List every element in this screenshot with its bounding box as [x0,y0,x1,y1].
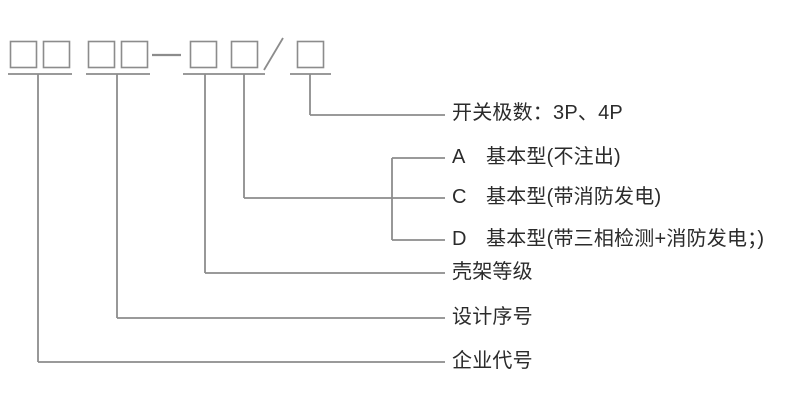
box-4 [120,40,149,69]
callout-label-frame-grade: 壳架等级 [452,262,533,282]
type-variant-bracket [391,157,445,241]
box-6 [230,40,259,69]
callout-text-type-c: 基本型(带消防发电) [486,186,662,208]
callout-text-frame-grade: 壳架等级 [452,261,533,283]
symbol-row-boxes [9,40,325,69]
box-1 [9,40,38,69]
box-7 [296,40,325,69]
symbol-row-separators [152,37,284,71]
callout-text-design-serial: 设计序号 [452,306,533,328]
callout-label-design-serial: 设计序号 [452,307,533,327]
callout-label-enterprise-code: 企业代号 [452,351,533,371]
callout-label-type-c: C 基本型(带消防发电) [452,187,661,207]
callout-label-pole-number: 开关极数：3P、4P [452,103,623,123]
callout-label-type-d: D 基本型(带三相检测+消防发电；) [452,229,764,249]
leader-type-group [243,74,445,199]
box-5 [189,40,218,69]
box-3 [87,40,116,69]
callout-code-type-d: D [452,228,467,250]
callout-text-type-d: 基本型(带三相检测+消防发电；) [486,228,765,250]
callout-code-type-c: C [452,186,467,208]
leader-design-serial [116,74,445,319]
callout-text-pole-number: 开关极数：3P、4P [452,102,623,124]
leader-enterprise-code [37,74,445,363]
callout-text-type-a: 基本型(不注出) [486,146,621,168]
callout-code-type-a: A [452,146,466,168]
leader-pole-number [309,74,445,116]
leader-frame-grade [204,74,445,274]
callout-text-enterprise-code: 企业代号 [452,350,533,372]
separator-slash-icon [263,37,284,71]
box-2 [42,40,71,69]
callout-label-type-a: A 基本型(不注出) [452,147,621,167]
